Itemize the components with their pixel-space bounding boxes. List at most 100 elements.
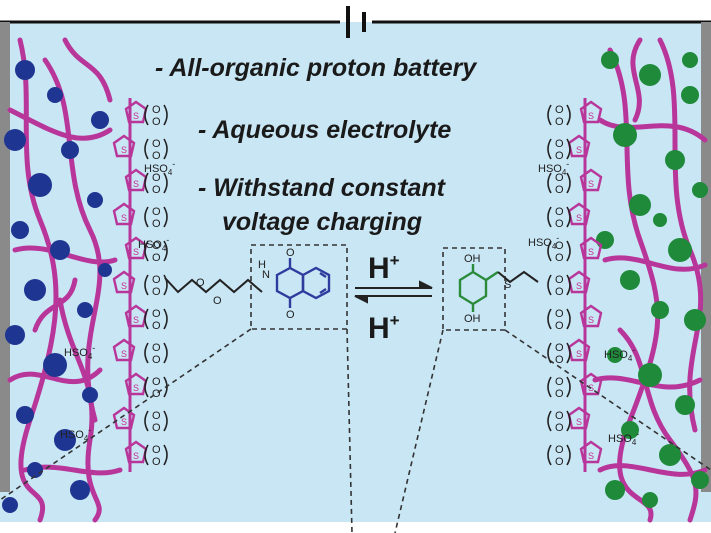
anode-current-collector xyxy=(0,22,10,492)
quinone-o-top: O xyxy=(286,247,295,259)
counter-ion-label: HSO4- xyxy=(528,233,559,251)
feature-voltage-charging: voltage charging xyxy=(222,208,422,236)
dioxane-o-label: O xyxy=(152,456,161,468)
cathode-particle xyxy=(659,444,681,466)
dioxane-o-label: O xyxy=(555,376,564,388)
proton-bottom-label: H+ xyxy=(368,311,400,345)
dioxane-bracket xyxy=(144,240,149,262)
anode-particle xyxy=(16,406,34,424)
dioxane-bracket xyxy=(144,308,149,330)
dioxane-bracket xyxy=(163,274,168,296)
feature-withstand-constant: - Withstand constant xyxy=(198,174,447,202)
anode-particle xyxy=(61,141,79,159)
dioxane-bracket xyxy=(566,274,571,296)
anode-particle xyxy=(43,353,67,377)
equilibrium-arrows-icon xyxy=(354,280,433,304)
ring-s-label: S xyxy=(576,349,582,359)
cathode-particle xyxy=(607,347,623,363)
dioxane-o-label: O xyxy=(152,376,161,388)
dioxane-o-label: O xyxy=(152,422,161,434)
amide-o: O xyxy=(213,295,222,307)
thioether-linker xyxy=(497,270,539,284)
dioxane-bracket xyxy=(144,138,149,160)
anthraquinone-highlight-box xyxy=(250,244,348,330)
thiophene-ring xyxy=(567,270,591,294)
dioxane-o-label: O xyxy=(152,354,161,366)
ring-s-label: S xyxy=(576,281,582,291)
cathode-particle xyxy=(605,480,625,500)
dioxane-bracket xyxy=(144,444,149,466)
quinone-o-bottom: O xyxy=(286,309,295,321)
ring-s-label: S xyxy=(121,349,127,359)
dioxane-bracket xyxy=(547,138,552,160)
cathode-current-collector xyxy=(701,22,711,492)
dioxane-bracket xyxy=(566,342,571,364)
dioxane-bracket xyxy=(566,138,571,160)
anode-particle xyxy=(4,129,26,151)
dioxane-bracket xyxy=(144,206,149,228)
ring-s-label: S xyxy=(133,247,139,257)
ring-s-label: S xyxy=(133,111,139,121)
dioxane-o-label: O xyxy=(555,252,564,264)
ring-s-label: S xyxy=(576,213,582,223)
dioxane-bracket xyxy=(566,206,571,228)
dioxane-o-label: O xyxy=(555,410,564,422)
dioxane-bracket xyxy=(144,376,149,398)
dioxane-o-label: O xyxy=(152,274,161,286)
cathode-particle xyxy=(601,51,619,69)
proton-top-label: H+ xyxy=(368,251,400,285)
anode-particle xyxy=(15,60,35,80)
counter-ion-label: HSO4- xyxy=(64,343,95,361)
cathode-particle xyxy=(621,421,639,439)
external-circuit xyxy=(0,6,711,38)
anode-particle xyxy=(47,87,63,103)
ring-s-label: S xyxy=(576,145,582,155)
anode-particle xyxy=(70,480,90,500)
anode-particle xyxy=(11,221,29,239)
cathode-particle xyxy=(684,309,706,331)
anode-particle xyxy=(98,263,112,277)
cathode-particle xyxy=(629,194,651,216)
anode-particle xyxy=(24,279,46,301)
counter-ion-label: HSO4- xyxy=(144,159,175,177)
dioxane-bracket xyxy=(163,172,168,194)
ring-s-label: S xyxy=(121,417,127,427)
dioxane-o-label: O xyxy=(152,308,161,320)
dioxane-o-label: O xyxy=(152,218,161,230)
dioxane-o-label: O xyxy=(555,184,564,196)
dioxane-o-label: O xyxy=(152,138,161,150)
dioxane-bracket xyxy=(547,376,552,398)
dioxane-o-label: O xyxy=(555,104,564,116)
dioxane-bracket xyxy=(566,104,571,126)
counter-ion-label: HSO4- xyxy=(604,345,635,363)
dioxane-bracket xyxy=(163,206,168,228)
dioxane-o-label: O xyxy=(152,342,161,354)
dioxane-bracket xyxy=(547,206,552,228)
ring-s-label: S xyxy=(133,315,139,325)
ring-s-label: S xyxy=(133,451,139,461)
dioxane-o-label: O xyxy=(152,172,161,184)
dioxane-bracket xyxy=(547,104,552,126)
dioxane-o-label: O xyxy=(555,388,564,400)
dioxane-bracket xyxy=(144,274,149,296)
anode-particle xyxy=(50,240,70,260)
thio-s-label: S xyxy=(504,279,511,291)
dioxane-o-label: O xyxy=(152,410,161,422)
dioxane-o-label: O xyxy=(555,308,564,320)
dioxane-o-label: O xyxy=(152,150,161,162)
anthraquinone-structure xyxy=(275,258,331,308)
thiophene-ring xyxy=(112,406,136,430)
dioxane-o-label: O xyxy=(555,138,564,150)
ring-s-label: S xyxy=(121,145,127,155)
thiophene-ring xyxy=(112,134,136,158)
ring-s-label: S xyxy=(576,417,582,427)
feature-proton-battery: - All-organic proton battery xyxy=(155,54,477,82)
dioxane-o-label: O xyxy=(555,116,564,128)
cathode-particle xyxy=(613,123,637,147)
thiophene-ring xyxy=(567,338,591,362)
n-label: N xyxy=(262,269,270,281)
dioxane-o-label: O xyxy=(555,320,564,332)
dioxane-bracket xyxy=(163,342,168,364)
feature-aqueous-electrolyte: - Aqueous electrolyte xyxy=(198,116,451,144)
dioxane-o-label: O xyxy=(555,422,564,434)
